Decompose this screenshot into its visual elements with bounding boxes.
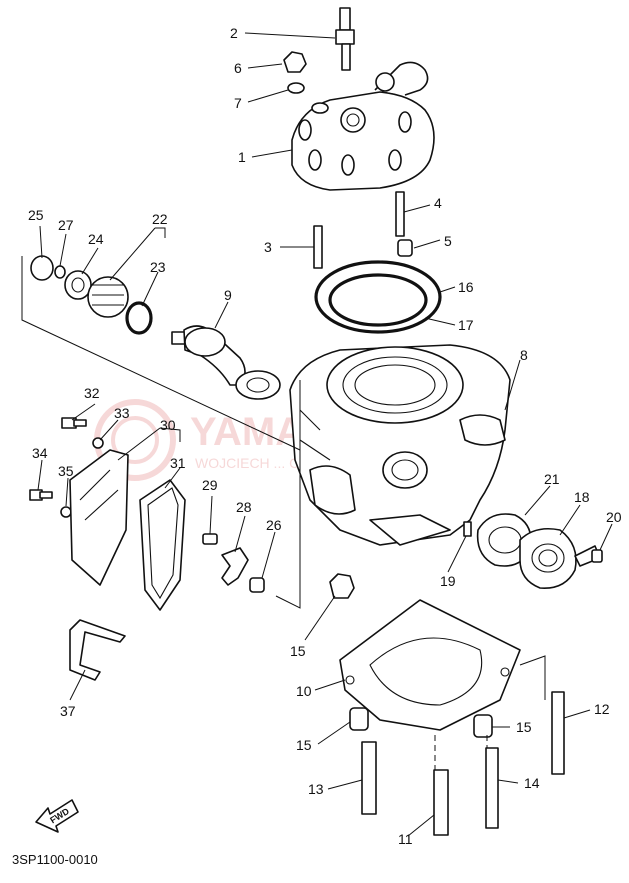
dowel-pin-20 <box>463 521 472 537</box>
washer-34 <box>92 437 104 449</box>
callout-17: 16 <box>458 279 474 295</box>
callout-32: 31 <box>170 455 186 471</box>
cylinder <box>289 344 511 546</box>
callout-20: 19 <box>440 573 456 589</box>
nut-5 <box>397 239 413 257</box>
callout-27: 26 <box>266 517 282 533</box>
cylinder-head <box>291 61 435 191</box>
callout-6: 6 <box>234 60 242 76</box>
callout-21: 20 <box>606 509 622 525</box>
fwd-arrow-icon: FWD <box>35 799 79 833</box>
callout-14: 14 <box>524 775 540 791</box>
callout-13: 13 <box>308 781 324 797</box>
o-ring-24 <box>125 301 153 335</box>
callout-8: 8 <box>520 347 528 363</box>
callout-31: 30 <box>160 417 176 433</box>
callout-4: 4 <box>434 195 442 211</box>
callout-16: 15 <box>290 643 306 659</box>
diagram-code: 3SP1100-0010 <box>12 852 98 867</box>
gasket-32 <box>139 479 186 611</box>
holder-23 <box>87 276 129 318</box>
seal-25 <box>64 270 92 300</box>
callout-37: 37 <box>60 703 76 719</box>
callout-labels: 2 6 7 1 3 4 5 16 17 8 9 25 27 24 22 23 3… <box>28 25 622 847</box>
lever-29 <box>221 547 249 586</box>
callout-10: 10 <box>296 683 312 699</box>
callout-30: 29 <box>202 477 218 493</box>
leader-lines <box>37 32 613 837</box>
base-gasket-10 <box>339 599 521 731</box>
washer-36 <box>60 506 72 518</box>
callout-15-right: 15 <box>516 719 532 735</box>
stud-12 <box>551 691 565 775</box>
power-valve-9 <box>171 325 281 400</box>
callout-2: 2 <box>230 25 238 41</box>
o-ring-outer <box>314 260 442 334</box>
stud-4 <box>395 191 405 237</box>
callout-9: 9 <box>224 287 232 303</box>
callout-26: 25 <box>28 207 44 223</box>
collar-27 <box>249 577 265 593</box>
callout-19: 18 <box>574 489 590 505</box>
callout-18: 17 <box>458 317 474 333</box>
stud-13 <box>361 741 377 815</box>
washer <box>287 82 305 94</box>
sleeve-15b <box>473 714 493 738</box>
callout-3: 3 <box>264 239 272 255</box>
cap-26 <box>30 255 54 281</box>
callout-22: 21 <box>544 471 560 487</box>
callout-12: 12 <box>594 701 610 717</box>
callout-34: 33 <box>114 405 130 421</box>
bolt-21 <box>574 545 603 567</box>
spark-plug <box>335 7 355 71</box>
exhaust-cover <box>519 527 577 589</box>
clip-37 <box>69 619 126 681</box>
callout-28: 27 <box>58 217 74 233</box>
stud-3 <box>313 225 323 269</box>
stud-11 <box>433 769 449 836</box>
callout-11: 11 <box>398 831 413 847</box>
o-ring-inner <box>328 273 428 327</box>
screw-30 <box>202 533 218 545</box>
callout-35: 34 <box>32 445 48 461</box>
callout-24: 23 <box>150 259 166 275</box>
callout-36: 35 <box>58 463 74 479</box>
callout-1: 1 <box>238 149 246 165</box>
nut-16 <box>329 573 355 599</box>
sleeve-15a <box>349 707 369 731</box>
bolt-35 <box>29 489 53 501</box>
cover-31 <box>69 449 129 586</box>
callout-7: 7 <box>234 95 242 111</box>
callout-29: 28 <box>236 499 252 515</box>
ring-28 <box>54 265 66 279</box>
callout-25: 24 <box>88 231 104 247</box>
callout-23: 22 <box>152 211 168 227</box>
stud-14 <box>485 747 499 829</box>
callout-5: 5 <box>444 233 452 249</box>
bolt-33 <box>61 417 87 429</box>
callout-33: 32 <box>84 385 100 401</box>
callout-15-left: 15 <box>296 737 312 753</box>
cap-nut <box>283 51 307 73</box>
